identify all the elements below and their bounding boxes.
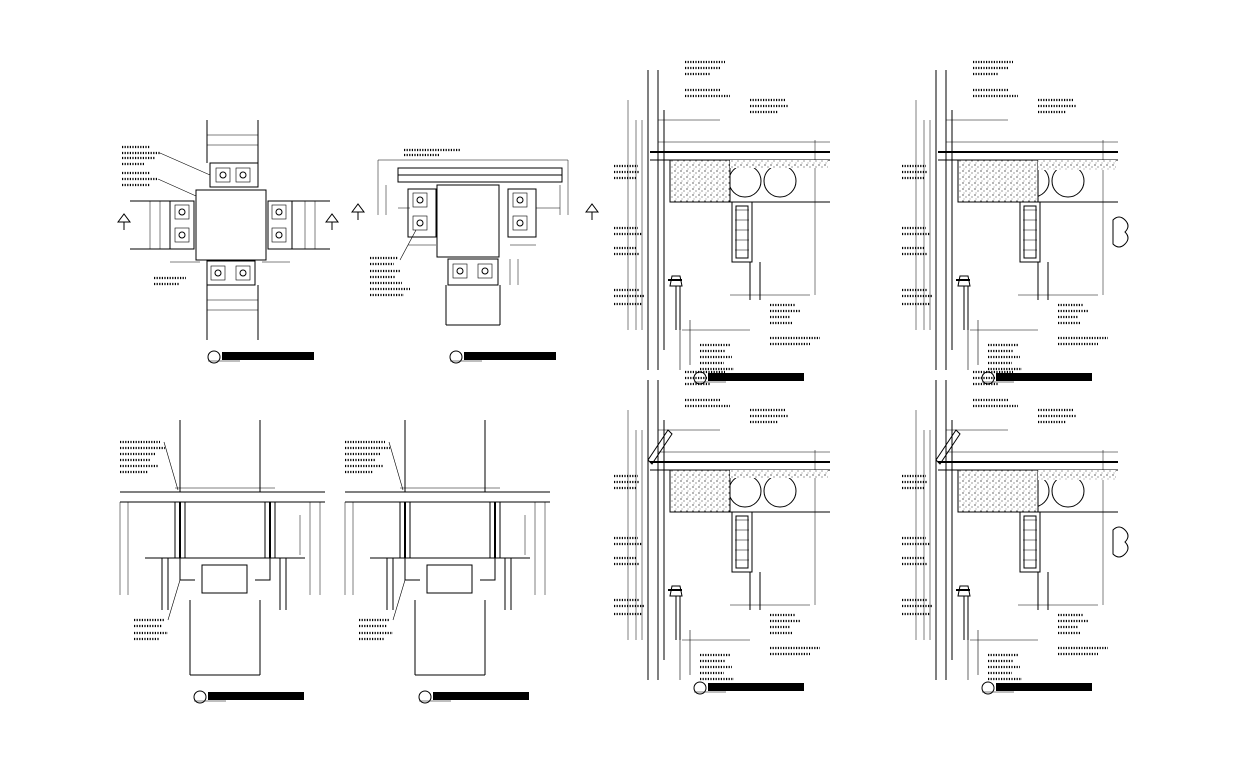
column-plan-detail-b	[351, 148, 599, 364]
section-detail-4	[900, 370, 1129, 696]
section-detail-3	[612, 370, 832, 696]
wall-detail-a	[118, 418, 327, 705]
wall-detail-b	[343, 418, 552, 705]
section-detail-2	[900, 60, 1129, 386]
section-detail-1	[612, 60, 832, 386]
column-plan-detail-a	[117, 120, 339, 364]
